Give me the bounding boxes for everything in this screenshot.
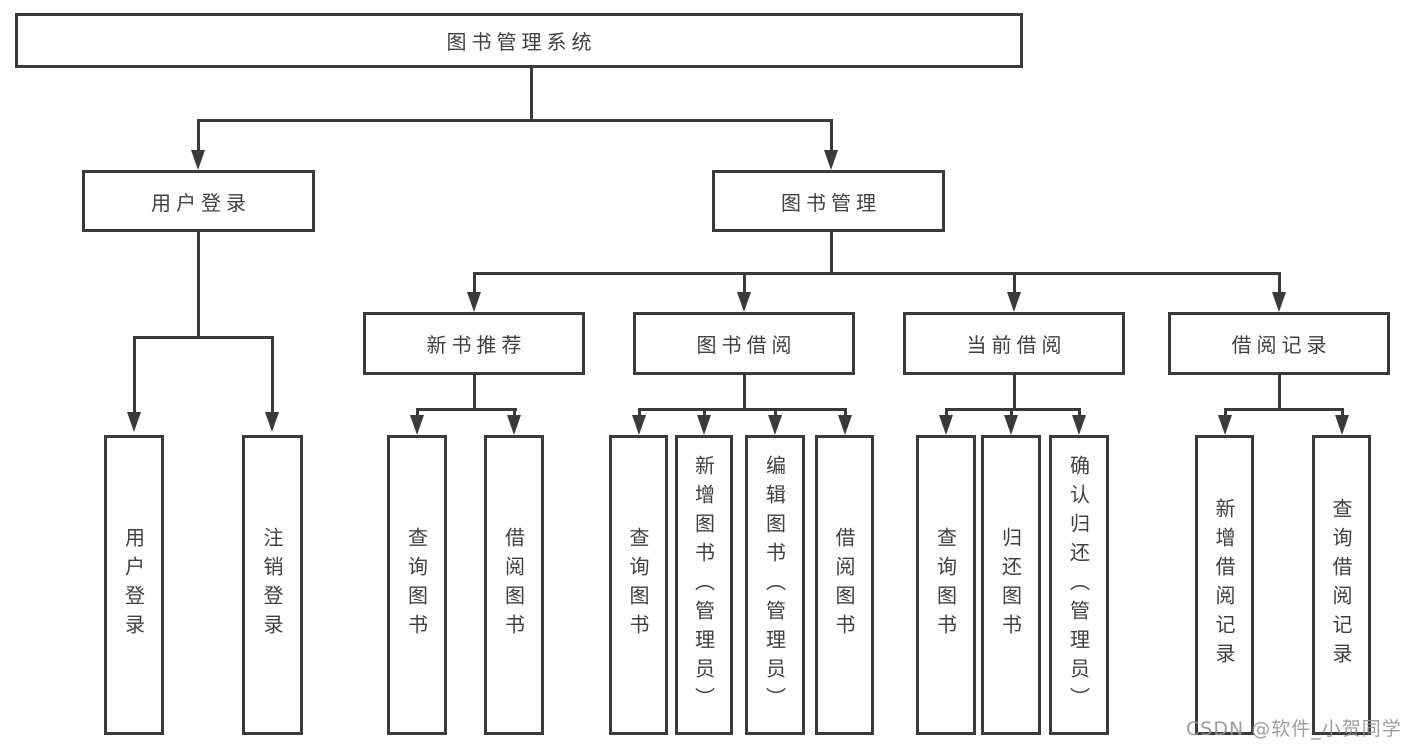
arrowhead-down-icon bbox=[191, 150, 205, 170]
arrowhead-down-icon bbox=[697, 415, 711, 435]
connector-line bbox=[133, 336, 136, 412]
leaf-confirm-return-admin: 确认归还（管理员） bbox=[1049, 435, 1109, 735]
arrowhead-down-icon bbox=[1004, 415, 1018, 435]
leaf-add-borrow-record: 新增借阅记录 bbox=[1195, 435, 1254, 735]
connector-line bbox=[530, 68, 533, 119]
leaf-borrow-books-label: 借阅图书 bbox=[832, 527, 856, 643]
leaf-borrow-books-recommend-label: 借阅图书 bbox=[501, 527, 526, 643]
arrowhead-down-icon bbox=[768, 415, 782, 435]
leaf-logout: 注销登录 bbox=[242, 435, 303, 735]
arrowhead-down-icon bbox=[1218, 415, 1232, 435]
connector-line bbox=[1013, 272, 1016, 292]
connector-line bbox=[271, 336, 274, 412]
leaf-query-books-borrow: 查询图书 bbox=[609, 435, 668, 735]
node-borrow-records-label: 借阅记录 bbox=[1231, 333, 1332, 357]
node-new-book-recommend: 新书推荐 bbox=[363, 312, 585, 375]
connector-line bbox=[1224, 408, 1227, 415]
arrowhead-down-icon bbox=[127, 412, 141, 432]
leaf-edit-books-admin: 编辑图书（管理员） bbox=[745, 435, 805, 735]
connector-line bbox=[473, 272, 1281, 275]
leaf-query-books-borrow-label: 查询图书 bbox=[626, 527, 650, 643]
leaf-query-books-recommend-label: 查询图书 bbox=[404, 527, 429, 643]
node-borrow-records: 借阅记录 bbox=[1168, 312, 1390, 375]
connector-line bbox=[1278, 375, 1281, 408]
leaf-borrow-books: 借阅图书 bbox=[815, 435, 874, 735]
connector-line bbox=[197, 119, 833, 122]
connector-line bbox=[473, 375, 476, 408]
leaf-query-borrow-record: 查询借阅记录 bbox=[1312, 435, 1371, 735]
node-book-borrow-label: 图书借阅 bbox=[696, 333, 797, 357]
leaf-confirm-return-admin-label: 确认归还（管理员） bbox=[1066, 454, 1091, 716]
connector-line bbox=[1278, 272, 1281, 292]
arrowhead-down-icon bbox=[1072, 415, 1086, 435]
leaf-logout-label: 注销登录 bbox=[260, 527, 284, 643]
connector-line bbox=[197, 119, 200, 150]
node-book-borrow: 图书借阅 bbox=[633, 312, 855, 375]
connector-line bbox=[638, 408, 847, 411]
node-book-management: 图书管理 bbox=[712, 170, 945, 232]
leaf-query-books-current: 查询图书 bbox=[916, 435, 976, 735]
connector-line bbox=[416, 408, 419, 415]
connector-line bbox=[1078, 408, 1081, 415]
connector-line bbox=[743, 375, 746, 408]
arrowhead-down-icon bbox=[265, 412, 279, 432]
leaf-borrow-books-recommend: 借阅图书 bbox=[484, 435, 544, 735]
connector-line bbox=[133, 336, 274, 339]
arrowhead-down-icon bbox=[1007, 292, 1021, 312]
node-book-management-label: 图书管理 bbox=[781, 190, 881, 215]
node-user-login-label: 用户登录 bbox=[151, 190, 251, 215]
leaf-add-borrow-record-label: 新增借阅记录 bbox=[1212, 498, 1236, 672]
node-new-book-recommend-label: 新书推荐 bbox=[426, 333, 527, 357]
connector-line bbox=[638, 408, 641, 415]
leaf-add-books-admin-label: 新增图书（管理员） bbox=[691, 454, 716, 716]
leaf-query-borrow-record-label: 查询借阅记录 bbox=[1329, 498, 1353, 672]
connector-line bbox=[774, 408, 777, 415]
arrowhead-down-icon bbox=[838, 415, 852, 435]
connector-line bbox=[830, 232, 833, 272]
connector-line bbox=[416, 408, 517, 411]
connector-line bbox=[844, 408, 847, 415]
leaf-add-books-admin: 新增图书（管理员） bbox=[675, 435, 733, 735]
arrowhead-down-icon bbox=[632, 415, 646, 435]
node-user-login: 用户登录 bbox=[82, 170, 315, 232]
connector-line bbox=[473, 272, 476, 292]
connector-line bbox=[743, 272, 746, 292]
arrowhead-down-icon bbox=[410, 415, 424, 435]
connector-line bbox=[513, 408, 516, 415]
node-current-borrow: 当前借阅 bbox=[903, 312, 1125, 375]
arrowhead-down-icon bbox=[1272, 292, 1286, 312]
node-root: 图书管理系统 bbox=[15, 13, 1023, 68]
leaf-user-login: 用户登录 bbox=[104, 435, 164, 735]
arrowhead-down-icon bbox=[1335, 415, 1349, 435]
connector-line bbox=[830, 119, 833, 150]
node-current-borrow-label: 当前借阅 bbox=[966, 333, 1067, 357]
connector-line bbox=[703, 408, 706, 415]
connector-line bbox=[1224, 408, 1344, 411]
csdn-watermark: CSDN @软件_小贺同学 bbox=[1186, 718, 1402, 740]
arrowhead-down-icon bbox=[824, 150, 838, 170]
arrowhead-down-icon bbox=[507, 415, 521, 435]
leaf-return-books: 归还图书 bbox=[981, 435, 1041, 735]
leaf-query-books-current-label: 查询图书 bbox=[933, 527, 958, 643]
leaf-user-login-label: 用户登录 bbox=[121, 527, 146, 643]
connector-line bbox=[197, 232, 200, 336]
arrowhead-down-icon bbox=[737, 292, 751, 312]
leaf-return-books-label: 归还图书 bbox=[998, 527, 1023, 643]
node-root-label: 图书管理系统 bbox=[446, 30, 597, 54]
leaf-edit-books-admin-label: 编辑图书（管理员） bbox=[762, 454, 787, 716]
connector-line bbox=[945, 408, 1081, 411]
connector-line bbox=[945, 408, 948, 415]
arrowhead-down-icon bbox=[467, 292, 481, 312]
connector-line bbox=[1010, 408, 1013, 415]
leaf-query-books-recommend: 查询图书 bbox=[387, 435, 447, 735]
connector-line bbox=[1013, 375, 1016, 408]
arrowhead-down-icon bbox=[939, 415, 953, 435]
connector-line bbox=[1341, 408, 1344, 415]
